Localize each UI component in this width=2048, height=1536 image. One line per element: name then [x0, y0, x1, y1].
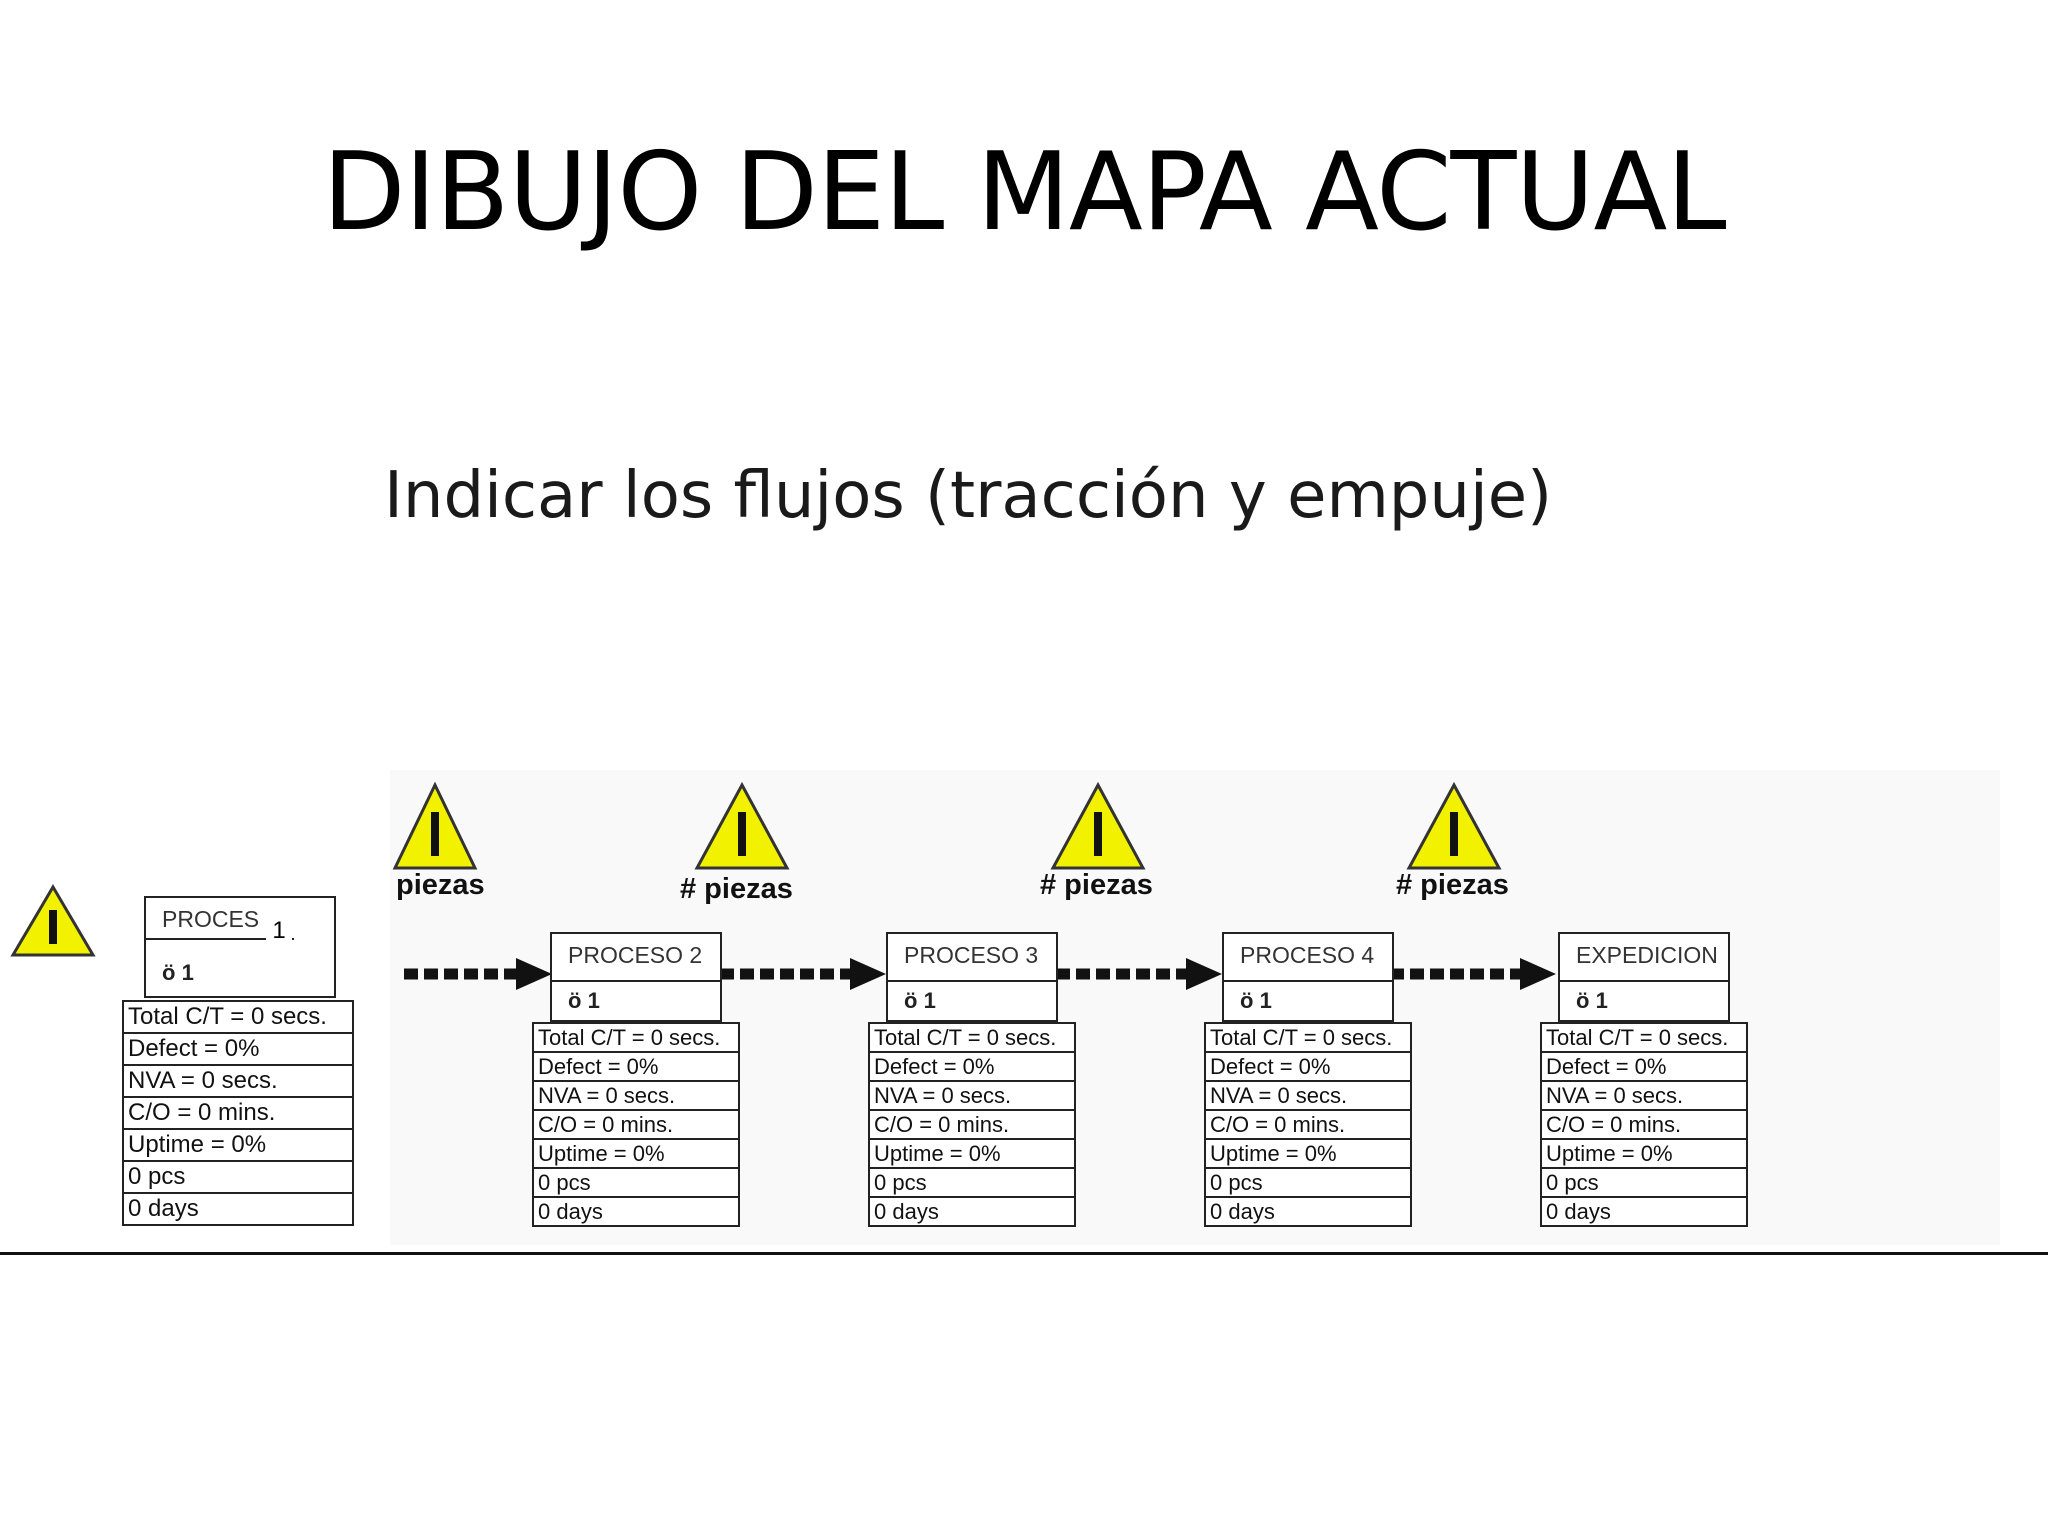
- data-row: Uptime = 0%: [1206, 1140, 1410, 1169]
- data-row: 0 pcs: [1542, 1169, 1746, 1198]
- inventory-triangle-icon: [694, 782, 790, 870]
- data-row: 0 days: [128, 1195, 199, 1222]
- process-name: PROCESO 4: [1240, 942, 1375, 968]
- data-row: 0 pcs: [1206, 1169, 1410, 1198]
- process-name: PROCESO 3: [904, 942, 1039, 968]
- data-row: Total C/T = 0 secs.: [124, 1002, 352, 1034]
- data-box: Total C/T = 0 secs. Defect = 0% NVA = 0 …: [868, 1022, 1076, 1227]
- data-row: Uptime = 0%: [870, 1140, 1074, 1169]
- data-box: Total C/T = 0 secs. Defect = 0% NVA = 0 …: [122, 1000, 354, 1226]
- push-arrow-icon: [1390, 958, 1556, 990]
- data-row: 0 days: [1546, 1199, 1611, 1224]
- slide-subtitle: Indicar los flujos (tracción y empuje): [384, 459, 1553, 533]
- data-row: NVA = 0 secs.: [1206, 1082, 1410, 1111]
- data-row: Uptime = 0%: [1542, 1140, 1746, 1169]
- bottom-rule: [0, 1252, 2048, 1255]
- data-row: C/O = 0 mins.: [1542, 1111, 1746, 1140]
- data-row: Defect = 0%: [124, 1034, 352, 1066]
- process-box: PROCESO 2 ö 1: [550, 932, 722, 1022]
- data-row: Total C/T = 0 secs.: [534, 1024, 738, 1053]
- data-row: 0 days: [1210, 1199, 1275, 1224]
- inventory-triangle-icon: [1406, 782, 1502, 870]
- data-row: Defect = 0%: [870, 1053, 1074, 1082]
- inventory-label: # piezas: [1396, 869, 1509, 901]
- operator-icon: ö 1: [162, 960, 194, 985]
- process-box: PROCES ö 1: [144, 896, 336, 998]
- data-row: Uptime = 0%: [124, 1130, 352, 1162]
- inventory-label: piezas: [396, 869, 485, 901]
- operator-icon: ö 1: [904, 988, 936, 1013]
- data-row: C/O = 0 mins.: [124, 1098, 352, 1130]
- data-row: Uptime = 0%: [534, 1140, 738, 1169]
- data-row: NVA = 0 secs.: [870, 1082, 1074, 1111]
- data-row: C/O = 0 mins.: [1206, 1111, 1410, 1140]
- data-row: NVA = 0 secs.: [124, 1066, 352, 1098]
- data-row: Defect = 0%: [534, 1053, 738, 1082]
- data-row: C/O = 0 mins.: [534, 1111, 738, 1140]
- operator-count: 1: [587, 988, 600, 1013]
- data-row: 0 days: [874, 1199, 939, 1224]
- push-arrow-icon: [1056, 958, 1222, 990]
- data-row: Total C/T = 0 secs.: [1542, 1024, 1746, 1053]
- data-row: Defect = 0%: [1542, 1053, 1746, 1082]
- operator-count: 1: [923, 988, 936, 1013]
- inventory-label: # piezas: [680, 873, 793, 905]
- push-arrow-icon: [404, 958, 552, 990]
- operator-icon: ö 1: [1576, 988, 1608, 1013]
- process-divider: [552, 980, 720, 982]
- inventory-triangle-icon: [1050, 782, 1146, 870]
- data-row: Total C/T = 0 secs.: [870, 1024, 1074, 1053]
- operator-icon: ö 1: [1240, 988, 1272, 1013]
- data-box: Total C/T = 0 secs. Defect = 0% NVA = 0 …: [1204, 1022, 1412, 1227]
- process-name-overlay: 1: [266, 914, 292, 948]
- inventory-label: # piezas: [1040, 869, 1153, 901]
- data-row: 0 pcs: [870, 1169, 1074, 1198]
- process-name: PROCES: [162, 906, 260, 932]
- data-row: 0 pcs: [534, 1169, 738, 1198]
- data-row: Defect = 0%: [1206, 1053, 1410, 1082]
- data-row: C/O = 0 mins.: [870, 1111, 1074, 1140]
- data-row: NVA = 0 secs.: [1542, 1082, 1746, 1111]
- data-row: 0 pcs: [124, 1162, 352, 1194]
- data-box: Total C/T = 0 secs. Defect = 0% NVA = 0 …: [1540, 1022, 1748, 1227]
- process-box: PROCESO 4 ö 1: [1222, 932, 1394, 1022]
- operator-count: 1: [181, 960, 194, 985]
- operator-count: 1: [1259, 988, 1272, 1013]
- inventory-triangle-icon: [392, 782, 478, 870]
- operator-count: 1: [1595, 988, 1608, 1013]
- process-divider: [1560, 980, 1728, 982]
- data-box: Total C/T = 0 secs. Defect = 0% NVA = 0 …: [532, 1022, 740, 1227]
- process-name: PROCESO 2: [568, 942, 703, 968]
- process-divider: [888, 980, 1056, 982]
- process-box: EXPEDICION ö 1: [1558, 932, 1730, 1022]
- slide-title: DIBUJO DEL MAPA ACTUAL: [322, 130, 1726, 255]
- data-row: NVA = 0 secs.: [534, 1082, 738, 1111]
- push-arrow-icon: [720, 958, 886, 990]
- inventory-triangle-icon: [10, 884, 96, 957]
- process-box: PROCESO 3 ö 1: [886, 932, 1058, 1022]
- process-divider: [1224, 980, 1392, 982]
- process-name: EXPEDICION: [1576, 942, 1718, 968]
- data-row: Total C/T = 0 secs.: [1206, 1024, 1410, 1053]
- data-row: 0 days: [538, 1199, 603, 1224]
- operator-icon: ö 1: [568, 988, 600, 1013]
- process-divider: [146, 938, 294, 940]
